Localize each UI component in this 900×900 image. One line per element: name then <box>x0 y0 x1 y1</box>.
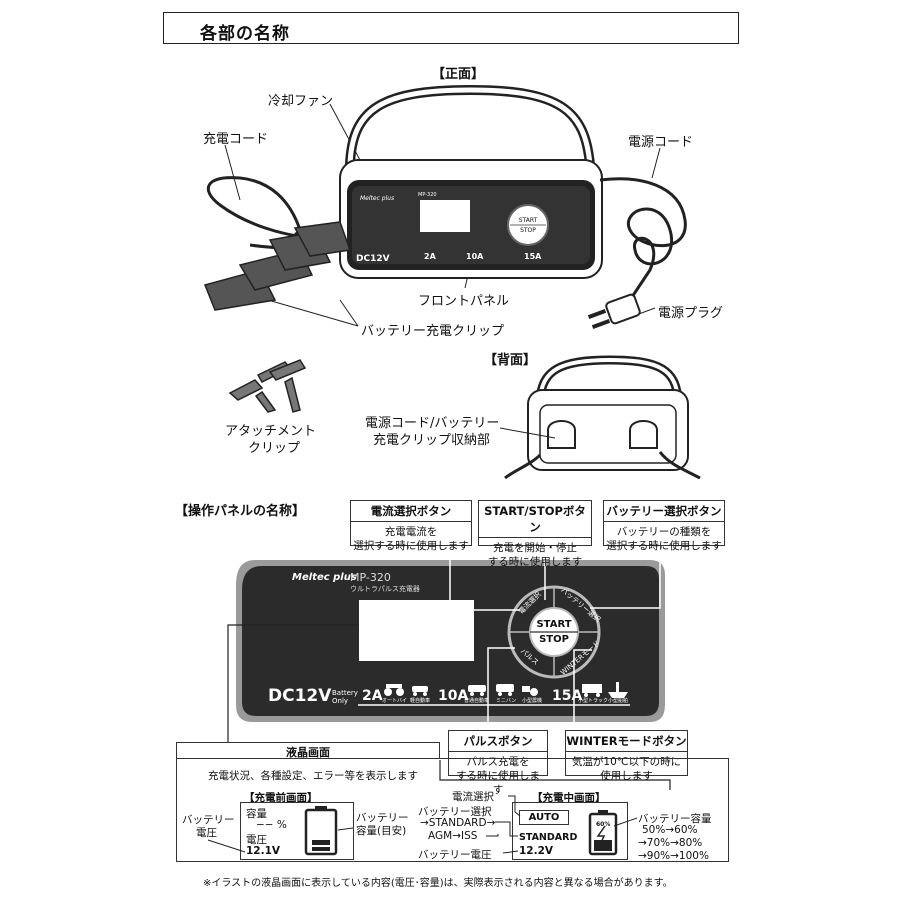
panel-brand: Meltec plus <box>292 572 357 583</box>
icon-label-truck: 小型トラック <box>578 698 609 704</box>
callout-battery-select-line2: 選択する時に使用します <box>606 540 722 552</box>
callout-pulse-line2: する時に使用します <box>456 770 540 796</box>
callout-battery-select-title: バッテリー選択ボタン <box>604 501 724 522</box>
attachment-label-line2: クリップ <box>248 441 301 456</box>
during-standard-line: →STANDARD→ <box>420 817 496 829</box>
callout-start-stop: START/STOPボタン 充電を開始・停止する時に使用します <box>478 500 592 568</box>
before-screen <box>240 802 354 860</box>
amp-10-label: 10A <box>438 688 469 704</box>
svg-text:START: START <box>519 217 538 224</box>
svg-text:Meltec plus: Meltec plus <box>360 195 394 202</box>
during-battery-voltage: バッテリー電圧 <box>418 849 492 861</box>
before-capacity-est-line1: バッテリー <box>356 812 409 824</box>
callout-battery-select: バッテリー選択ボタン バッテリーの種類を選択する時に使用します <box>603 500 725 552</box>
stop-button[interactable]: STOP <box>539 634 569 645</box>
callout-winter-title: WINTERモードボタン <box>566 731 687 752</box>
icon-label-motorcycle: オートバイ <box>382 698 408 704</box>
during-voltage-value: 12.2V <box>519 845 554 857</box>
cooling-fan-label: 冷却ファン <box>268 94 334 109</box>
before-voltage-value: 12.1V <box>246 845 281 857</box>
during-auto: AUTO <box>519 810 569 825</box>
before-capacity-est-line2: 容量(目安) <box>356 825 407 837</box>
front-section-label: 【正面】 <box>432 67 485 82</box>
before-voltage-label: 電圧 <box>246 834 267 846</box>
charge-cord-label: 充電コード <box>203 132 269 147</box>
back-section-label: 【背面】 <box>484 353 537 368</box>
panel-section-label: 【操作パネルの名称】 <box>175 504 306 519</box>
svg-text:15A: 15A <box>524 252 542 261</box>
footnote: ※イラストの液晶画面に表示している内容(電圧･容量)は、実際表示される内容と異な… <box>203 878 673 889</box>
storage-label-line2: 充電クリップ収納部 <box>373 433 491 448</box>
power-cord-label: 電源コード <box>628 135 694 150</box>
svg-text:MP-320: MP-320 <box>418 192 437 198</box>
start-button[interactable]: START <box>536 619 572 630</box>
before-capacity-label: 容量 <box>246 808 267 820</box>
during-standard: STANDARD <box>519 832 578 843</box>
callout-pulse-title: パルスボタン <box>449 731 547 752</box>
during-screen <box>512 802 628 860</box>
icon-label-farm: 小型農機 <box>522 698 543 704</box>
callout-start-stop-line2: する時に使用します <box>487 556 583 568</box>
lcd-description: 充電状況、各種設定、エラー等を表示します <box>208 770 418 782</box>
callout-start-stop-line1: 充電を開始・停止 <box>493 542 577 554</box>
during-current-select: 電流選択 <box>452 791 494 803</box>
callout-current-select-title: 電流選択ボタン <box>351 501 471 522</box>
panel-subtitle: ウルトラパルス充電器 <box>350 585 420 593</box>
front-panel-label: フロントパネル <box>418 294 510 309</box>
before-header: 【充電前画面】 <box>244 792 318 804</box>
battery-clip-label: バッテリー充電クリップ <box>361 324 505 339</box>
during-capacity-title: バッテリー容量 <box>638 813 712 825</box>
power-plug-label: 電源プラグ <box>658 306 724 321</box>
during-percent: 60% <box>596 821 611 828</box>
callout-pulse: パルスボタン パルス充電をする時に使用します <box>448 730 548 796</box>
icon-label-minivan: ミニバン <box>496 698 517 704</box>
icon-label-kei-car: 軽自動車 <box>410 698 431 704</box>
page-title: 各部の名称 <box>200 24 290 44</box>
panel-model: MP-320 <box>350 571 391 584</box>
callout-current-select-line1: 充電電流を <box>384 526 438 538</box>
svg-text:STOP: STOP <box>520 227 536 234</box>
svg-text:10A: 10A <box>466 252 484 261</box>
during-battery-select: バッテリー選択 <box>418 806 492 818</box>
callout-winter: WINTERモードボタン 気温が10℃以下の時に使用します <box>565 730 688 782</box>
callout-winter-line2: 使用します <box>600 770 653 782</box>
during-agm-line: AGM→ISS <box>428 830 478 842</box>
callout-current-select: 電流選択ボタン 充電電流を選択する時に使用します <box>350 500 472 552</box>
amp-2-label: 2A <box>362 688 383 704</box>
lcd-box <box>176 758 729 862</box>
during-capacity-step-1: 50%→60% <box>642 824 698 836</box>
before-battery-voltage-line1: バッテリー <box>182 814 235 826</box>
callout-battery-select-line1: バッテリーの種類を <box>616 526 712 538</box>
during-capacity-step-3: →90%→100% <box>638 850 709 862</box>
lcd-title: 液晶画面 <box>286 746 330 759</box>
svg-text:DC12V: DC12V <box>356 254 390 264</box>
storage-label-line1: 電源コード/バッテリー <box>365 416 500 431</box>
during-capacity-step-2: →70%→80% <box>638 837 703 849</box>
icon-label-boat: 小型船舶 <box>608 698 629 704</box>
callout-start-stop-title: START/STOPボタン <box>479 501 591 538</box>
before-battery-voltage-line2: 電圧 <box>196 827 217 839</box>
title-box <box>163 12 739 44</box>
panel-battery-only: Battery Only <box>332 689 358 705</box>
during-header: 【充電中画面】 <box>532 792 606 804</box>
attachment-label-line1: アタッチメント <box>225 424 317 439</box>
callout-winter-line1: 気温が10℃以下の時に <box>571 756 682 768</box>
icon-label-standard-car: 普通自動車 <box>464 698 490 704</box>
svg-text:2A: 2A <box>424 252 437 261</box>
amp-15-label: 15A <box>552 688 583 704</box>
callout-current-select-line2: 選択する時に使用します <box>353 540 469 552</box>
callout-pulse-line1: パルス充電を <box>466 756 530 768</box>
panel-voltage: DC12V <box>268 686 332 706</box>
lcd-title-box <box>176 742 440 759</box>
before-capacity-value: −− % <box>256 819 287 831</box>
